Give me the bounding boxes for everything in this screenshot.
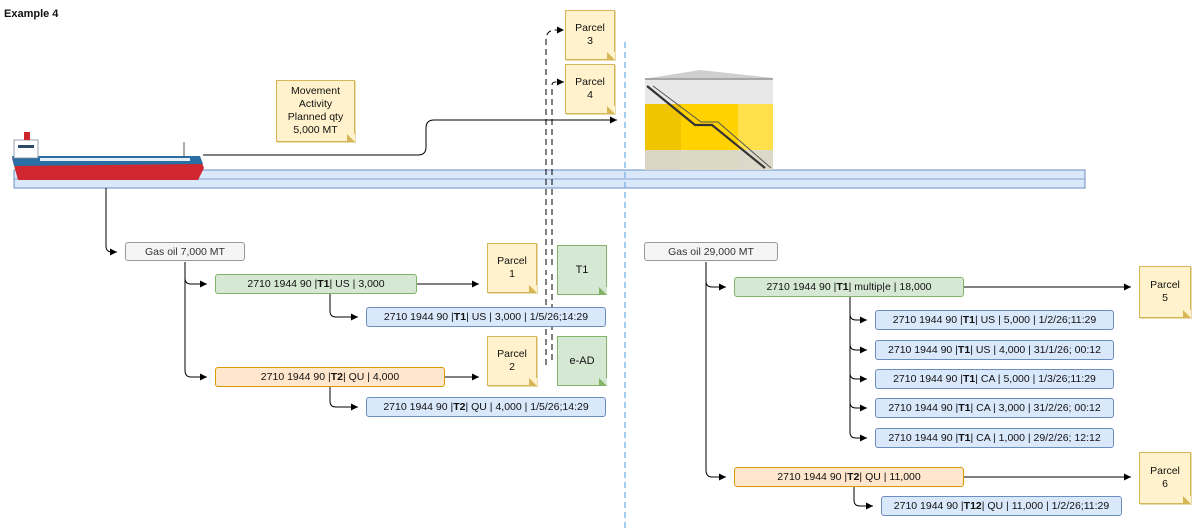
parcel-4-note[interactable]: Parcel 4 — [565, 64, 615, 114]
right-t2-line[interactable]: 2710 1944 90 | T2 | QU | 11,000 — [734, 467, 964, 487]
left-gas-oil-header[interactable]: Gas oil 7,000 MT — [125, 242, 245, 261]
right-t2-detail-row[interactable]: 2710 1944 90 | T12| QU | 11,000 | 1/2/26… — [881, 496, 1122, 516]
right-t1-line[interactable]: 2710 1944 90 | T1 | multip|e | 18,000 — [734, 277, 964, 297]
parcel-3-note[interactable]: Parcel 3 — [565, 10, 615, 60]
left-t1-line[interactable]: 2710 1944 90 | T1 | US | 3,000 — [215, 274, 417, 294]
parcel-6-note[interactable]: Parcel 6 — [1139, 452, 1191, 504]
movement-activity-note: Movement Activity Planned qty 5,000 MT — [276, 80, 355, 142]
diagram-title: Example 4 — [4, 8, 59, 20]
left-t2-detail-row[interactable]: 2710 1944 90 | T2 | QU | 4,000 | 1/5/26;… — [366, 397, 606, 417]
right-gas-oil-header[interactable]: Gas oil 29,000 MT — [644, 242, 778, 261]
right-t1-detail-row[interactable]: 2710 1944 90 | T1 | CA | 3,000 | 31/2/26… — [875, 398, 1114, 418]
e-ad-document[interactable]: e-AD — [557, 336, 607, 386]
right-t1-detail-row[interactable]: 2710 1944 90 | T1 | CA | 5,000 | 1/3/26;… — [875, 369, 1114, 389]
storage-tank-icon — [645, 70, 773, 170]
parcel-5-note[interactable]: Parcel 5 — [1139, 266, 1191, 318]
left-t1-detail-row[interactable]: 2710 1944 90 | T1 | US | 3,000 | 1/5/26;… — [366, 307, 606, 327]
parcel-2-note[interactable]: Parcel 2 — [487, 336, 537, 386]
right-t1-detail-row[interactable]: 2710 1944 90 | T1 | US | 5,000 | 1/2/26;… — [875, 310, 1114, 330]
tanker-ship-icon — [12, 132, 204, 180]
t1-document[interactable]: T1 — [557, 245, 607, 295]
right-t1-detail-row[interactable]: 2710 1944 90 | T1 | US | 4,000 | 31/1/26… — [875, 340, 1114, 360]
parcel-1-note[interactable]: Parcel 1 — [487, 243, 537, 293]
right-t1-detail-row[interactable]: 2710 1944 90 | T1 | CA | 1,000 | 29/2/26… — [875, 428, 1114, 448]
left-t2-line[interactable]: 2710 1944 90 | T2 | QU | 4,000 — [215, 367, 445, 387]
